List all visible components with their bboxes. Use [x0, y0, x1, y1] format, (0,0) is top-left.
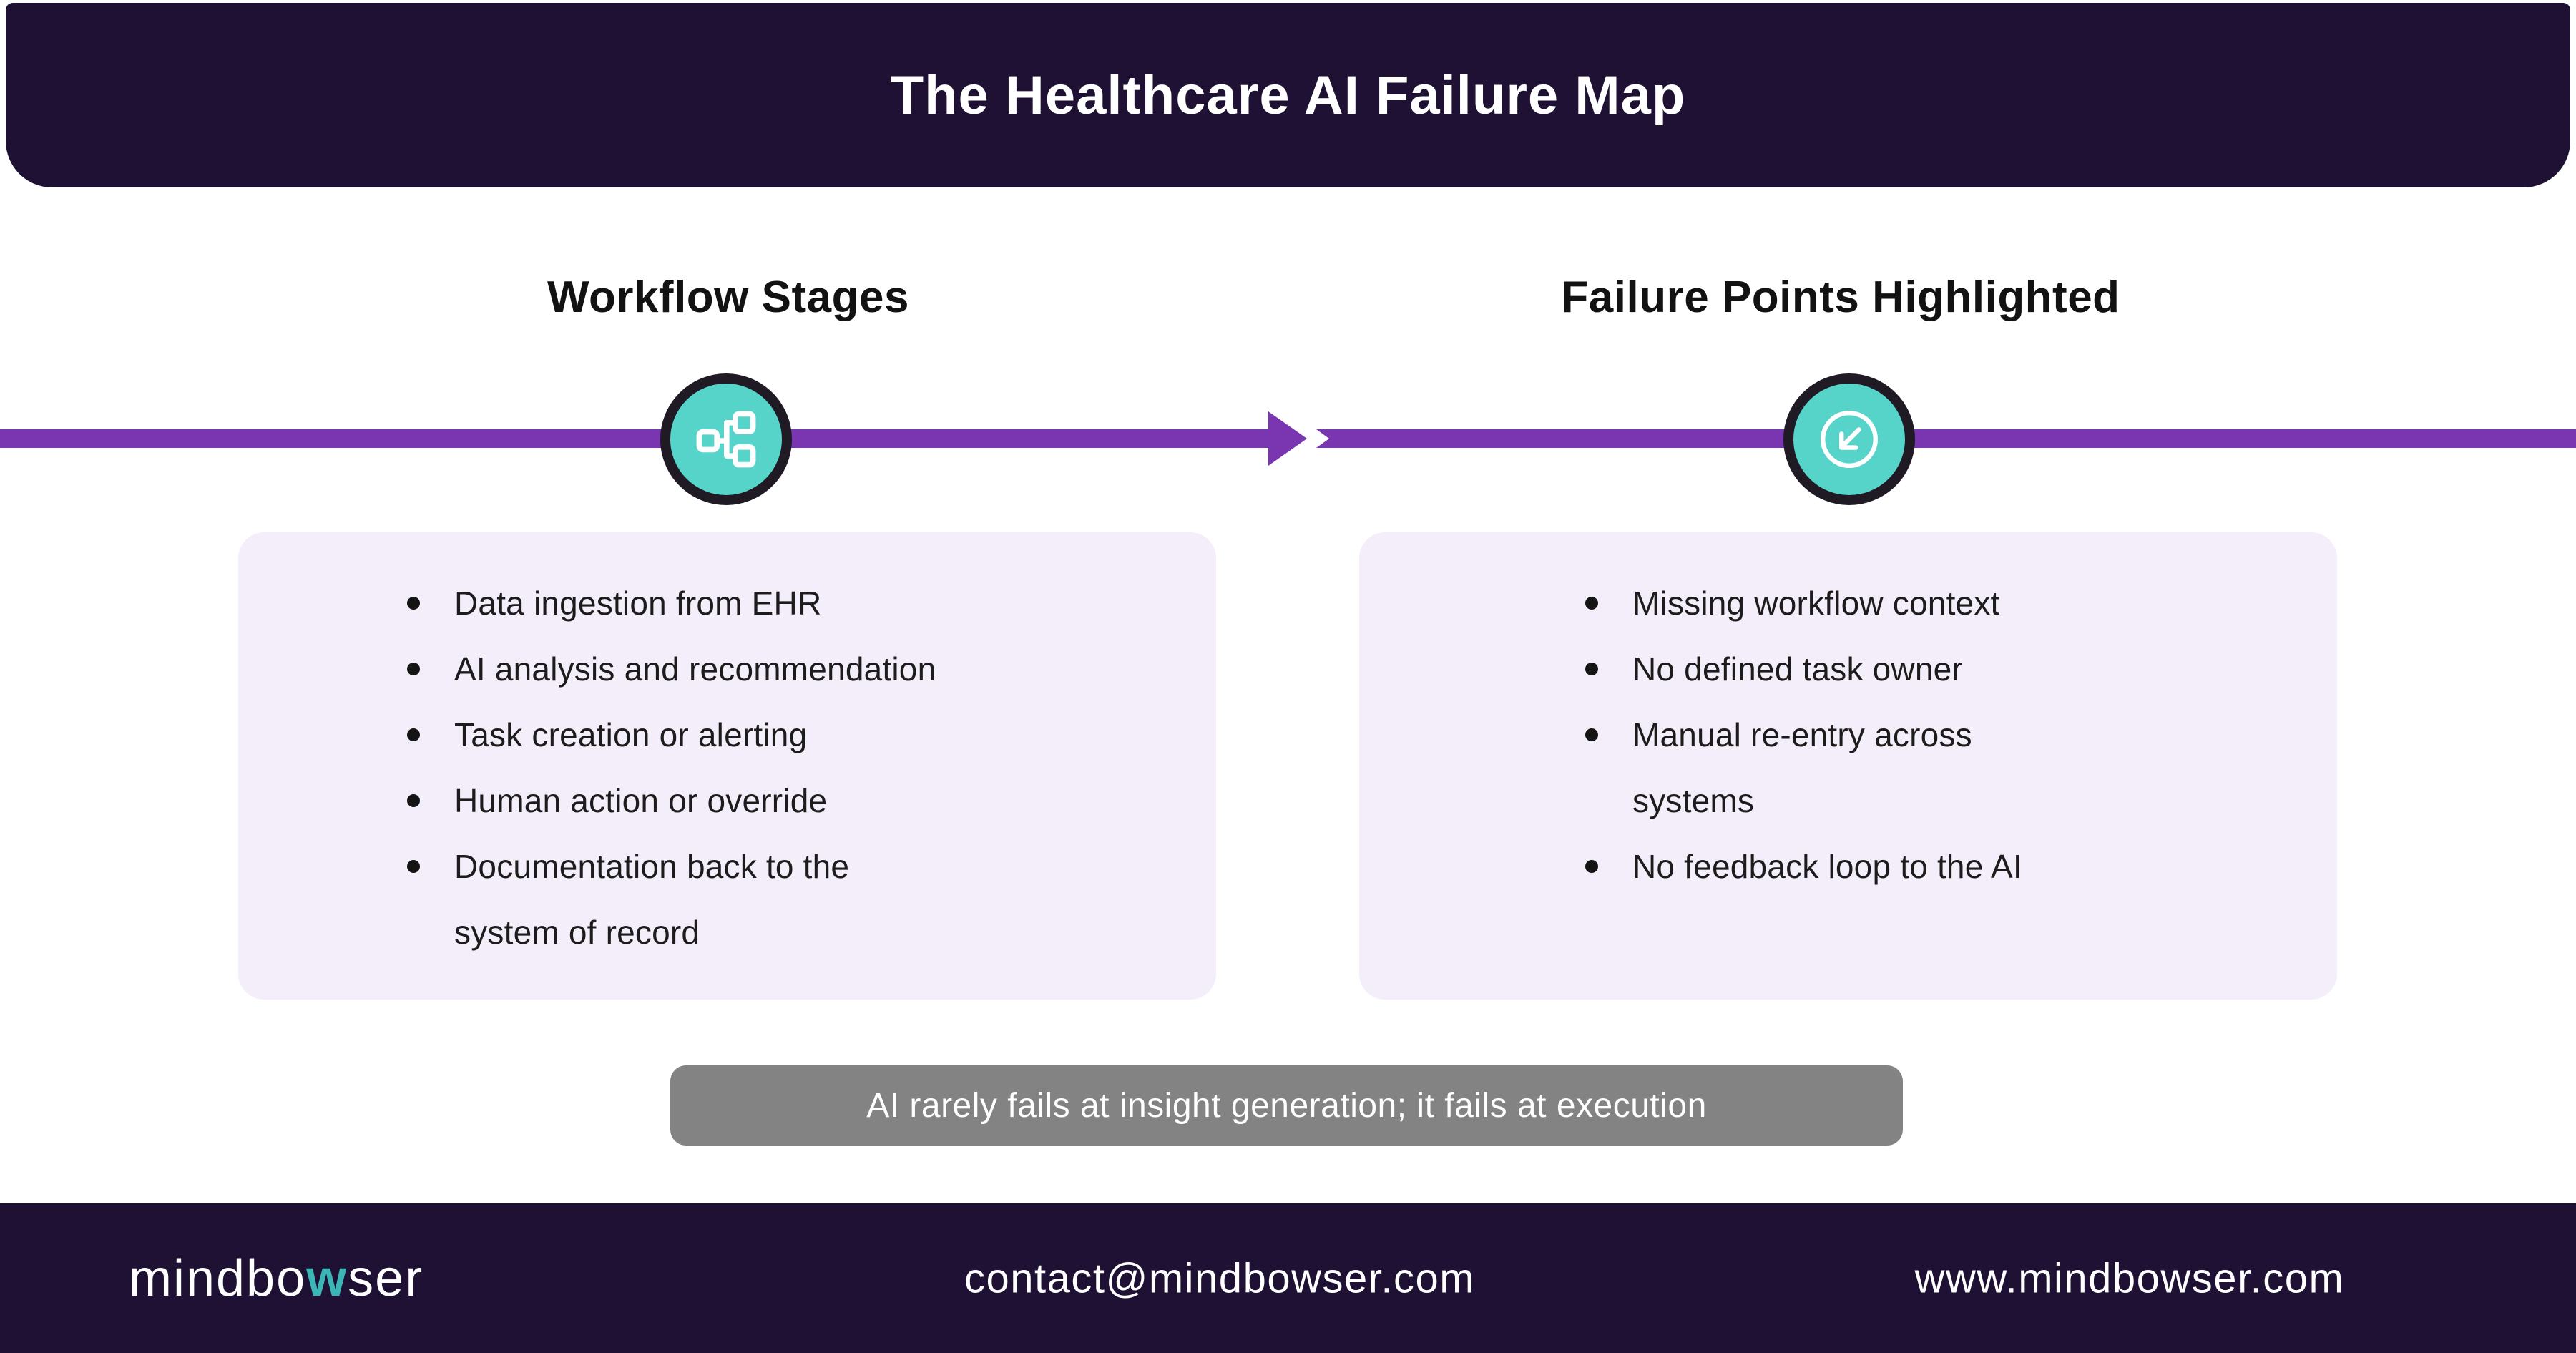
- list-item: No defined task owner: [1582, 636, 2294, 702]
- list-item: Data ingestion from EHR: [404, 570, 1173, 636]
- flowchart-icon: [692, 405, 760, 474]
- list-item: Documentation back to the system of reco…: [404, 834, 1173, 965]
- timeline-line-left: [0, 429, 1288, 448]
- header-banner: The Healthcare AI Failure Map: [6, 3, 2570, 187]
- list-item: Manual re-entry across systems: [1582, 702, 2294, 834]
- failure-point-node: [1783, 373, 1915, 505]
- list-item: No feedback loop to the AI: [1582, 834, 2294, 899]
- timeline-arrow-icon: [1268, 411, 1307, 466]
- list-item: Human action or override: [404, 768, 1173, 834]
- logo-accent-letter: w: [306, 1249, 348, 1307]
- contact-email-link[interactable]: contact@mindbowser.com: [964, 1255, 1476, 1301]
- key-insight-banner: AI rarely fails at insight generation; i…: [670, 1065, 1903, 1146]
- website-link[interactable]: www.mindbowser.com: [1914, 1255, 2345, 1301]
- arrow-down-left-icon: [1815, 405, 1884, 474]
- logo-text: mindbo: [129, 1249, 307, 1307]
- footer: mindbowser contact@mindbowser.com www.mi…: [0, 1203, 2576, 1353]
- key-insight-text: AI rarely fails at insight generation; i…: [866, 1086, 1707, 1125]
- workflow-stages-heading: Workflow Stages: [547, 273, 909, 322]
- list-item: Missing workflow context: [1582, 570, 2294, 636]
- list-item: AI analysis and recommendation: [404, 636, 1173, 702]
- list-item: Task creation or alerting: [404, 702, 1173, 768]
- logo-text: ser: [348, 1249, 424, 1307]
- mindbowser-logo: mindbowser: [129, 1249, 423, 1308]
- workflow-stage-node: [660, 373, 792, 505]
- timeline-line-right: [1316, 429, 2576, 448]
- failure-points-heading: Failure Points Highlighted: [1561, 273, 2120, 322]
- page-title: The Healthcare AI Failure Map: [890, 64, 1686, 126]
